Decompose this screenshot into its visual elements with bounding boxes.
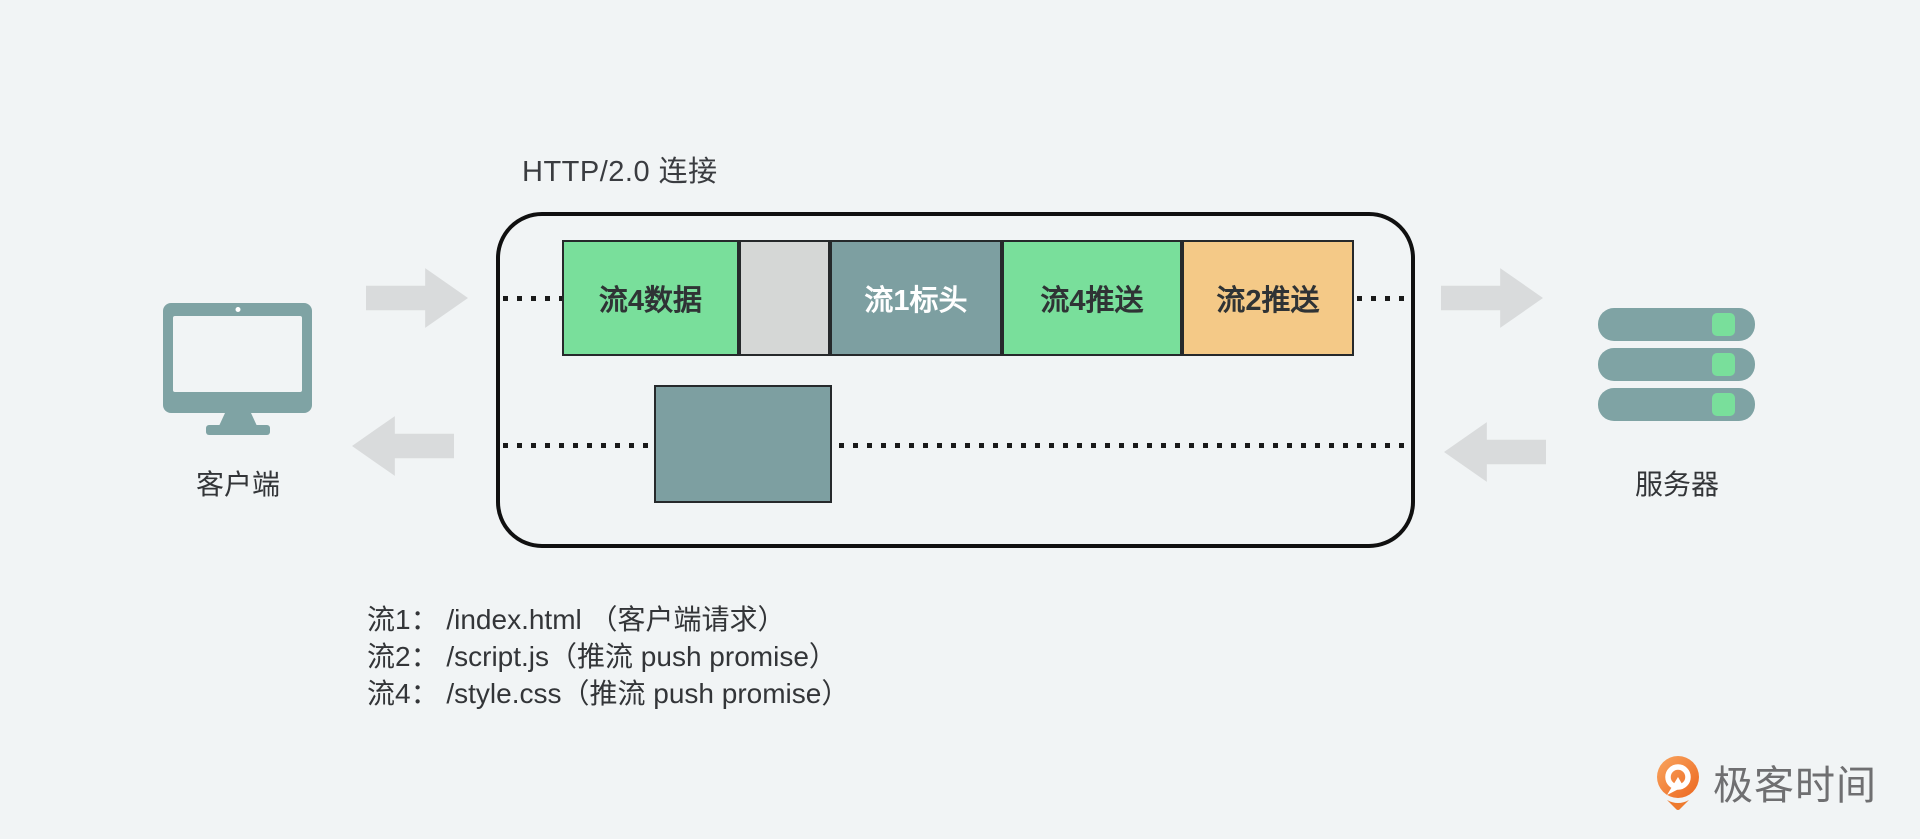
monitor-camera-dot xyxy=(235,307,240,312)
server-led-icon xyxy=(1712,313,1735,336)
frame-stream2-push: 流2推送 xyxy=(1182,240,1354,356)
geek-time-pin-icon xyxy=(1655,754,1701,810)
brand-logo-text: 极客时间 xyxy=(1713,764,1877,808)
monitor-stand-neck xyxy=(219,412,257,426)
legend-line-stream1: 流1： /index.html （客户端请求） xyxy=(367,604,786,635)
diagram-title: HTTP/2.0 连接 xyxy=(522,156,718,188)
server-led-icon xyxy=(1712,393,1735,416)
http2-connection-box xyxy=(496,212,1415,548)
arrow-left-icon xyxy=(1444,422,1546,482)
client-label: 客户端 xyxy=(195,469,280,500)
stream-lane-bottom-dotted-line xyxy=(503,443,1409,448)
arrow-left-icon xyxy=(352,416,454,476)
arrow-right-icon xyxy=(366,268,468,328)
server-stack-icon xyxy=(1598,348,1755,381)
brand-logo: 极客时间 xyxy=(1655,753,1877,811)
frame-stream4-push: 流4推送 xyxy=(1002,240,1182,356)
monitor-screen xyxy=(173,316,302,392)
frame-row2-unlabeled xyxy=(654,385,832,503)
monitor-icon xyxy=(163,303,312,413)
server-label: 服务器 xyxy=(1634,469,1719,500)
frame-empty-gray xyxy=(739,240,830,356)
monitor-stand-base xyxy=(206,425,270,435)
legend-line-stream2: 流2： /script.js（推流 push promise） xyxy=(367,641,837,672)
frame-stream4-data: 流4数据 xyxy=(562,240,739,356)
stream-legend: 流1： /index.html （客户端请求） 流2： /script.js（推… xyxy=(367,601,849,712)
frame-stream1-headers: 流1标头 xyxy=(830,240,1002,356)
legend-line-stream4: 流4： /style.css（推流 push promise） xyxy=(367,678,850,709)
server-stack-icon xyxy=(1598,308,1755,341)
server-led-icon xyxy=(1712,353,1735,376)
server-stack-icon xyxy=(1598,388,1755,421)
arrow-right-icon xyxy=(1441,268,1543,328)
